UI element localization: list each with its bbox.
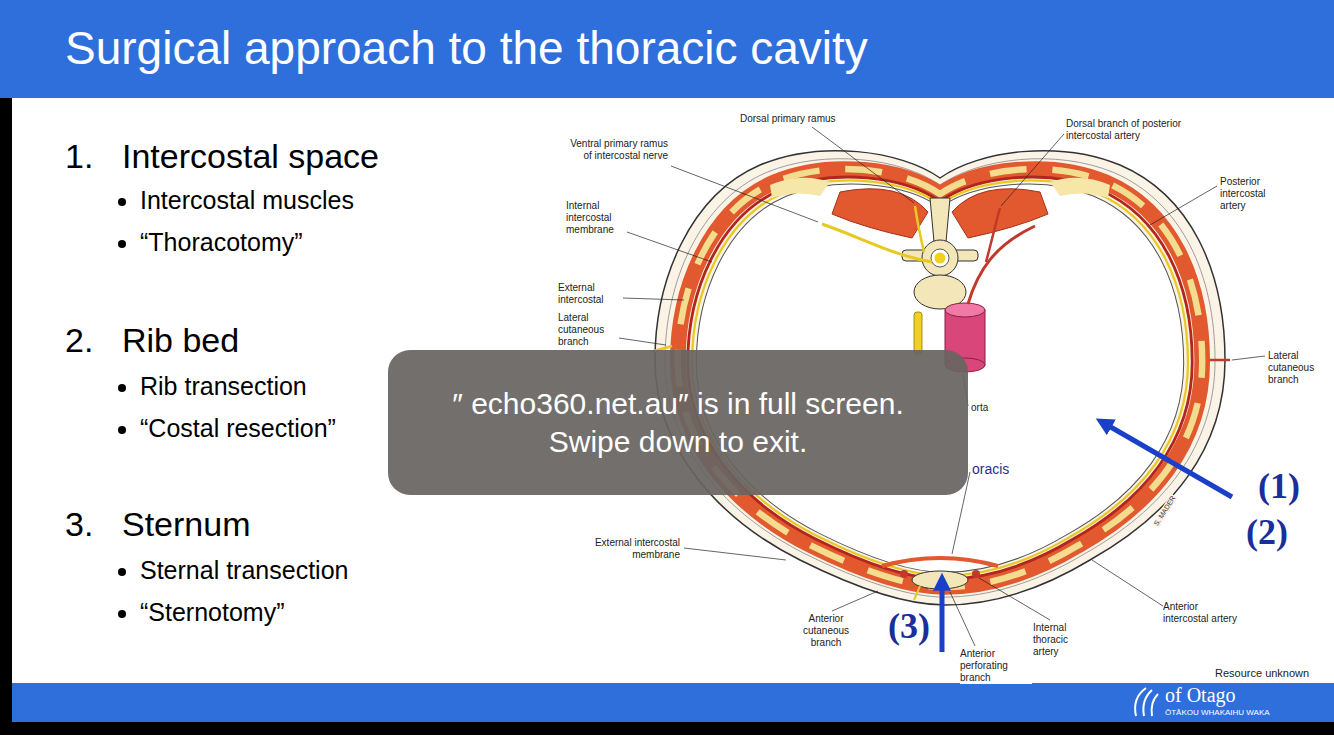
illustration-part bbox=[684, 548, 786, 560]
illustration-part bbox=[118, 610, 126, 618]
illustration-part bbox=[627, 232, 712, 262]
illustration-part bbox=[1232, 356, 1265, 360]
list-item: “Sternotomy” bbox=[140, 597, 284, 627]
posterior-intercostal-artery bbox=[968, 226, 1035, 304]
illustration-part bbox=[1152, 694, 1158, 716]
part-label: Posterior intercostal artery bbox=[1220, 176, 1282, 212]
part-label: orta bbox=[971, 402, 988, 414]
screen-border bbox=[0, 722, 1334, 735]
list-heading: Rib bed bbox=[122, 320, 239, 360]
illustration-part bbox=[1150, 186, 1217, 225]
fullscreen-notice: ″ echo360.net.au″ is in full screen. Swi… bbox=[388, 350, 968, 495]
illustration-part bbox=[950, 592, 975, 646]
part-label: Anterior cutaneous branch bbox=[790, 613, 862, 649]
part-label: Internal intercostal membrane bbox=[566, 200, 624, 236]
list-number: 2. bbox=[65, 320, 93, 360]
illustration-part bbox=[623, 298, 684, 300]
list-number: 1. bbox=[65, 136, 93, 176]
list-item: Rib transection bbox=[140, 371, 307, 401]
university-name: of Otago bbox=[1165, 684, 1236, 706]
list-item: Sternal transection bbox=[140, 555, 348, 585]
callout-number: (1) bbox=[1258, 466, 1300, 506]
vertebral-canal bbox=[931, 249, 949, 267]
university-motto: ŌTĀKOU WHAKAIHU WAKA bbox=[1165, 708, 1270, 718]
list-heading: Intercostal space bbox=[122, 136, 379, 176]
part-label: Anterior perforating branch bbox=[960, 648, 1032, 684]
transversus-thoracis bbox=[882, 558, 998, 566]
part-label: Dorsal primary ramus bbox=[740, 113, 836, 125]
illustration-part bbox=[1001, 134, 1064, 206]
slide-title: Surgical approach to the thoracic cavity bbox=[65, 20, 868, 76]
part-label: oracis bbox=[972, 461, 1009, 477]
dorsal-branch-artery bbox=[986, 208, 1000, 262]
callout-number: (2) bbox=[1246, 512, 1288, 552]
illustration-part bbox=[1102, 422, 1232, 497]
illustration-part bbox=[118, 568, 126, 576]
title-bar bbox=[0, 0, 1334, 98]
part-label: Lateral cutaneous branch bbox=[558, 312, 616, 348]
part-label: Anterior intercostal artery bbox=[1163, 601, 1239, 625]
scapula bbox=[1050, 178, 1110, 198]
illustration-part bbox=[118, 198, 126, 206]
source-note: Resource unknown bbox=[1215, 667, 1309, 680]
part-label: External intercostal membrane bbox=[583, 537, 680, 561]
illustration-part bbox=[619, 338, 666, 345]
list-item: Intercostal muscles bbox=[140, 185, 354, 215]
illustration-part bbox=[118, 240, 126, 248]
part-label: Internal thoracic artery bbox=[1033, 622, 1095, 658]
part-label: Dorsal branch of posterior intercostal a… bbox=[1066, 118, 1216, 142]
illustration-part bbox=[832, 591, 878, 611]
list-item: “Thoracotomy” bbox=[140, 227, 303, 257]
back-muscle bbox=[832, 189, 928, 238]
callout-number: (3) bbox=[888, 606, 930, 646]
internal-thoracic-artery bbox=[900, 570, 908, 578]
artist-signature: S. MADER bbox=[1152, 494, 1178, 529]
illustration-part bbox=[671, 166, 818, 222]
back-muscle bbox=[952, 189, 1048, 238]
university-emblem bbox=[1135, 688, 1158, 716]
part-label: Lateral cutaneous branch bbox=[1268, 350, 1326, 386]
aorta bbox=[945, 303, 985, 317]
notice-text: ″ echo360.net.au″ is in full screen. Swi… bbox=[418, 385, 938, 461]
sympathetic-trunk bbox=[914, 312, 922, 354]
illustration-part bbox=[812, 127, 914, 203]
list-number: 3. bbox=[65, 504, 93, 544]
anterior-cutaneous-nerve bbox=[914, 586, 920, 600]
part-label: External intercostal bbox=[558, 282, 620, 306]
list-heading: Sternum bbox=[122, 504, 251, 544]
spinal-cord bbox=[935, 253, 946, 264]
illustration-part bbox=[1092, 560, 1166, 608]
illustration-part bbox=[118, 426, 126, 434]
list-item: “Costal resection” bbox=[140, 413, 336, 443]
illustration-part bbox=[940, 580, 945, 652]
part-label: Ventral primary ramus of intercostal ner… bbox=[566, 138, 668, 162]
illustration-part bbox=[118, 384, 126, 392]
lateral-cutaneous-artery bbox=[1210, 359, 1230, 362]
dorsal-ramus bbox=[915, 206, 924, 252]
internal-thoracic-artery bbox=[972, 570, 980, 578]
ventral-ramus bbox=[822, 224, 932, 262]
spinous-process bbox=[930, 198, 950, 242]
scapula bbox=[770, 178, 830, 198]
list-bullets bbox=[118, 198, 126, 618]
footer-bar bbox=[12, 683, 1334, 722]
slide-ground bbox=[12, 98, 1334, 683]
vertebral-arch bbox=[922, 240, 958, 276]
illustration-part bbox=[979, 578, 1050, 620]
